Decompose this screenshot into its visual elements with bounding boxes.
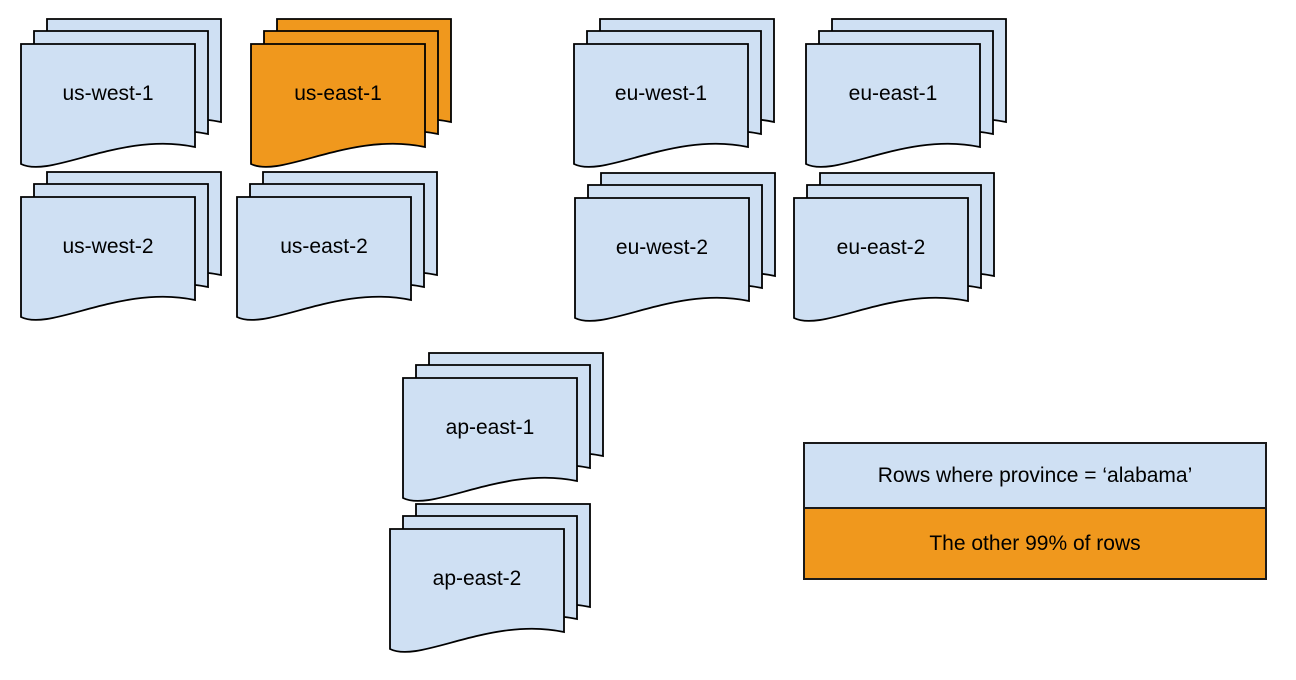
document-stack-eu-east-2: eu-east-2 [793, 172, 998, 327]
document-stack-us-east-1: us-east-1 [250, 18, 455, 173]
document-stack-eu-east-1: eu-east-1 [805, 18, 1010, 173]
document-stack-icon [389, 503, 591, 653]
document-stack-icon [20, 18, 222, 168]
document-stack-icon [574, 172, 776, 322]
document-stack-eu-west-2: eu-west-2 [574, 172, 779, 327]
document-stack-icon [20, 171, 222, 321]
document-stack-icon [402, 352, 604, 502]
legend-item-alabama-rows: Rows where province = ‘alabama’ [803, 442, 1267, 509]
document-stack-us-east-2: us-east-2 [236, 171, 441, 326]
legend: Rows where province = ‘alabama’ The othe… [803, 442, 1267, 580]
document-stack-us-west-1: us-west-1 [20, 18, 225, 173]
legend-label: Rows where province = ‘alabama’ [877, 463, 1193, 487]
document-stack-ap-east-2: ap-east-2 [389, 503, 594, 658]
document-stack-eu-west-1: eu-west-1 [573, 18, 778, 173]
document-stack-ap-east-1: ap-east-1 [402, 352, 607, 507]
document-stack-us-west-2: us-west-2 [20, 171, 225, 326]
legend-label: The other 99% of rows [929, 531, 1141, 555]
document-stack-icon [250, 18, 452, 168]
document-stack-icon [573, 18, 775, 168]
document-stack-icon [236, 171, 438, 321]
legend-item-other-rows: The other 99% of rows [803, 507, 1267, 580]
document-stack-icon [793, 172, 995, 322]
document-stack-icon [805, 18, 1007, 168]
